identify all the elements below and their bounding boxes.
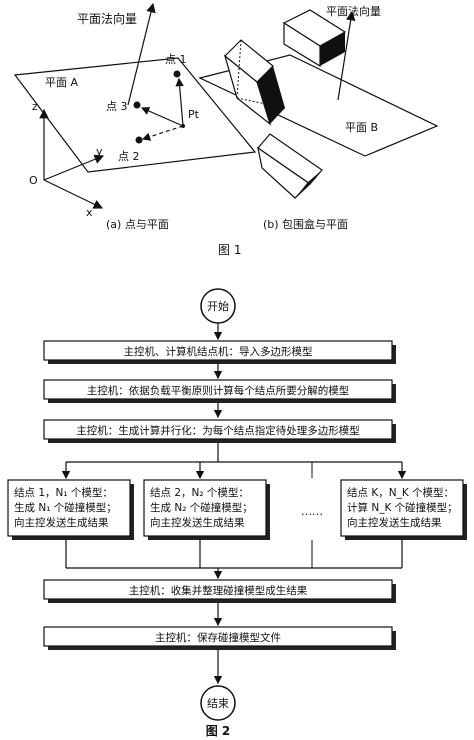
axis-y-label: y <box>96 145 103 158</box>
node2-box <box>143 479 267 537</box>
fig1a-point-and-plane: 平面法向量 平面 A 点 1 点 2 点 3 Pt z y x O (a) 点与… <box>13 2 257 231</box>
nodek-box <box>340 479 464 537</box>
bounding-box-bottom <box>257 133 323 199</box>
node2-line3: 向主控发送生成结果 <box>150 516 245 529</box>
nodek-line3: 向主控发送生成结果 <box>347 516 442 529</box>
axis-y <box>43 154 105 181</box>
point-3-label: 点 3 <box>106 100 128 113</box>
origin-label: O <box>29 174 38 187</box>
normal-vector-a <box>127 2 156 106</box>
axis-x <box>43 179 104 209</box>
ellipsis: …… <box>301 505 323 518</box>
plane-a <box>13 57 257 173</box>
node1-line3: 向主控发送生成结果 <box>14 516 109 529</box>
step4-label: 主控机：收集并整理碰撞模型成生结果 <box>129 584 308 597</box>
point-2 <box>135 136 143 144</box>
node2-line1: 结点 2，N₂ 个模型： <box>150 486 249 499</box>
point-3 <box>133 101 141 109</box>
fig1b-box-and-plane: 平面法向量 平面 B (b) 包围盒与平面 <box>198 4 439 231</box>
point-1 <box>173 70 181 78</box>
plane-b-label: 平面 B <box>345 121 378 134</box>
end-node <box>200 685 236 721</box>
normal-vector-b <box>337 10 356 101</box>
node1-line2: 生成 N₁ 个碰撞模型； <box>14 501 117 514</box>
point-1-label: 点 1 <box>165 53 187 66</box>
step3-box <box>43 419 393 440</box>
step2-box <box>43 379 393 400</box>
axis-x-label: x <box>86 206 93 219</box>
plane-a-label: 平面 A <box>45 76 78 89</box>
end-label: 结束 <box>207 697 229 710</box>
node1-line1: 结点 1，N₁ 个模型： <box>14 486 113 499</box>
nodek-line2: 计算 N_K 个碰撞模型； <box>347 501 458 514</box>
step5-box <box>43 626 393 647</box>
fig2-caption: 图 2 <box>206 724 231 738</box>
node1-box <box>7 479 131 537</box>
fig1-caption: 图 1 <box>218 243 241 257</box>
bounding-box-intersecting <box>223 39 286 126</box>
start-label: 开始 <box>207 299 229 313</box>
fig2-flowchart: 开始 主控机、计算机结点机：导入多边形模型 主控机：依据负载平衡原则计算每个结点… <box>7 288 467 738</box>
node2-line2: 生成 N₂ 个碰撞模型； <box>150 501 253 514</box>
step3-label: 主控机：生成计算并行化：为每个结点指定待处理多边形模型 <box>76 424 360 437</box>
bounding-box-top <box>282 9 347 68</box>
step5-label: 主控机：保存碰撞模型文件 <box>155 631 281 644</box>
pt-label: Pt <box>188 108 200 121</box>
subcaption-b: (b) 包围盒与平面 <box>263 217 348 231</box>
axis-z-label: z <box>32 100 38 113</box>
step1-label: 主控机、计算机结点机：导入多边形模型 <box>124 345 313 358</box>
step4-box <box>43 579 393 600</box>
normal-label-a: 平面法向量 <box>77 11 137 26</box>
nodek-line1: 结点 K，N_K 个模型： <box>347 486 454 499</box>
normal-label-b: 平面法向量 <box>326 4 381 18</box>
step1-box <box>43 340 393 361</box>
step2-label: 主控机：依据负载平衡原则计算每个结点所要分解的模型 <box>87 384 350 397</box>
subcaption-a: (a) 点与平面 <box>106 218 169 231</box>
point-2-label: 点 2 <box>118 150 140 163</box>
